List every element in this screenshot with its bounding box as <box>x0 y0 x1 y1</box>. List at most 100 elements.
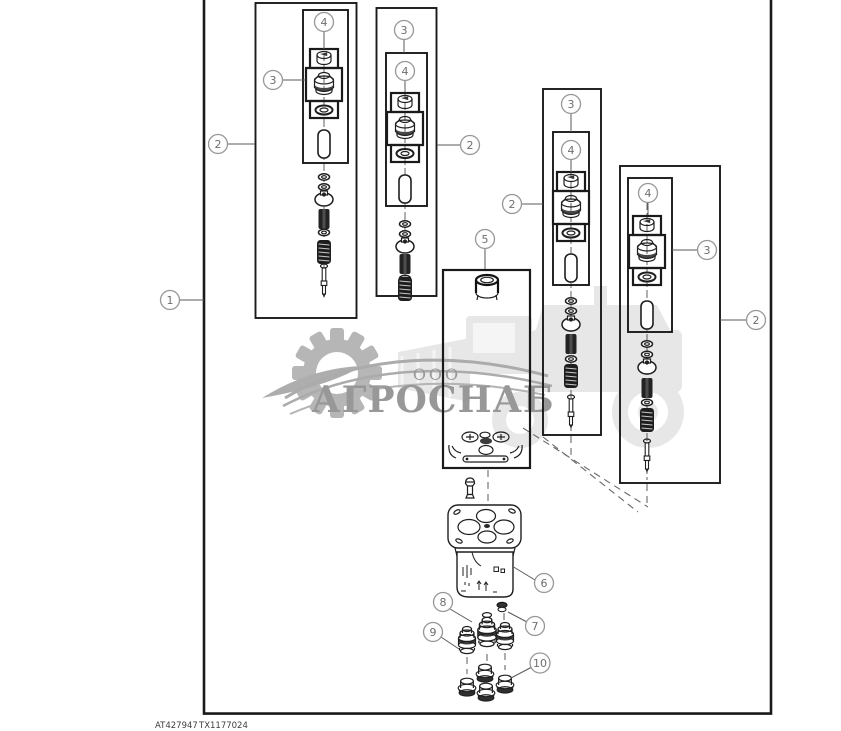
sleeve-group <box>441 268 532 499</box>
callout-2-assembly-4: 2 <box>720 309 767 331</box>
pin-part <box>640 300 654 330</box>
spring-seat-part <box>314 190 334 207</box>
assembly-4-cartridge-box <box>627 214 667 287</box>
guide-part <box>399 254 411 274</box>
pin-part <box>317 129 331 159</box>
guide-part <box>641 378 653 398</box>
cap-fitting-part <box>475 663 495 683</box>
callout-3-assembly-2: 3 <box>393 19 415 53</box>
callout-2-assembly-3: 2 <box>501 193 543 215</box>
ring-part <box>640 350 654 359</box>
port-nut-part <box>496 601 508 613</box>
valve-assembly-1 <box>254 2 358 319</box>
dashed-connectors <box>466 427 649 674</box>
callout-3-assembly-4: 3 <box>672 239 718 261</box>
callout-2-assembly-2: 2 <box>437 134 481 156</box>
ring-part <box>640 340 654 348</box>
washer-part <box>314 104 334 116</box>
ring-part <box>564 297 578 305</box>
ring-part <box>317 173 331 181</box>
footer-part-code: AT427947 <box>155 721 198 731</box>
svg-text:4: 4 <box>645 187 652 200</box>
ring-part <box>640 398 654 407</box>
svg-text:8: 8 <box>440 596 447 609</box>
spring-part <box>397 276 413 302</box>
callout-4-assembly-4: 4 <box>637 182 659 215</box>
callout-4-assembly-1: 4 <box>313 11 335 49</box>
svg-text:6: 6 <box>541 577 548 590</box>
fitting-part <box>477 616 497 648</box>
callout-4-assembly-3: 4 <box>560 139 582 172</box>
assembly-4-outer-box <box>619 165 721 484</box>
watermark-swoosh <box>262 358 553 415</box>
guide-part <box>565 334 577 354</box>
callout-4-assembly-2: 4 <box>394 60 416 92</box>
poppet-valve-part <box>394 115 416 140</box>
needle-part <box>566 394 576 430</box>
assembly-1-outer-box <box>254 2 358 319</box>
watermark-org-type: ООО <box>413 365 461 384</box>
ring-part <box>564 355 578 363</box>
svg-text:4: 4 <box>321 16 328 29</box>
assembly-1-inner-box <box>302 9 349 164</box>
svg-text:2: 2 <box>753 314 760 327</box>
callout-10: 10 <box>510 652 551 679</box>
ring-part <box>317 183 331 191</box>
callout-2-assembly-1: 2 <box>207 133 255 155</box>
valve-assembly-2 <box>375 7 438 302</box>
main-frame <box>202 0 773 715</box>
svg-text:7: 7 <box>532 620 539 633</box>
sleeve-group-box <box>441 268 532 470</box>
cap-part <box>316 50 332 66</box>
watermark-company-name: АГРОСНАБ <box>311 379 554 421</box>
svg-text:9: 9 <box>430 626 437 639</box>
ring-part <box>398 230 412 238</box>
guide-part <box>318 209 330 229</box>
plug-part <box>464 477 476 499</box>
poppet-valve-part <box>313 71 335 96</box>
svg-text:10: 10 <box>533 657 547 670</box>
callout-8: 8 <box>432 591 473 623</box>
spring-part <box>563 363 579 389</box>
svg-text:4: 4 <box>402 65 409 78</box>
fitting-part <box>495 621 515 651</box>
assembly-3-outer-box <box>542 88 602 436</box>
valve-body-markings <box>461 551 505 593</box>
footer-doc-code: TX1177024 <box>198 721 248 731</box>
callout-6: 6 <box>511 565 555 594</box>
ring-part <box>564 307 578 315</box>
callout-1: 1 <box>159 289 204 311</box>
svg-text:3: 3 <box>270 74 277 87</box>
svg-text:2: 2 <box>467 139 474 152</box>
washer-part <box>561 227 581 239</box>
spring-part <box>316 239 332 265</box>
svg-text:4: 4 <box>568 144 575 157</box>
port-plate-top-view <box>448 431 523 463</box>
fitting-part <box>457 625 477 655</box>
washer-part <box>637 271 657 283</box>
valve-body <box>447 504 522 598</box>
poppet-valve-part <box>636 238 658 263</box>
assembly-2-cartridge-box <box>385 91 425 164</box>
fittings-group <box>457 601 515 702</box>
ring-part <box>398 220 412 228</box>
poppet-valve-part <box>560 194 582 219</box>
svg-text:2: 2 <box>509 198 516 211</box>
callout-5: 5 <box>474 228 496 269</box>
fitting-nub <box>481 611 493 618</box>
valve-assembly-4 <box>619 165 721 484</box>
svg-text:3: 3 <box>401 24 408 37</box>
svg-text:5: 5 <box>482 233 489 246</box>
ring-part <box>317 228 331 237</box>
svg-text:1: 1 <box>167 294 174 307</box>
washer-part <box>395 148 415 159</box>
pin-part <box>564 253 578 283</box>
cap-fitting-part <box>457 677 477 697</box>
spring-seat-part <box>395 237 415 254</box>
sleeve-bushing-part <box>474 273 500 302</box>
spring-part <box>639 407 655 433</box>
svg-text:3: 3 <box>704 244 711 257</box>
callout-3-assembly-3: 3 <box>560 93 582 132</box>
